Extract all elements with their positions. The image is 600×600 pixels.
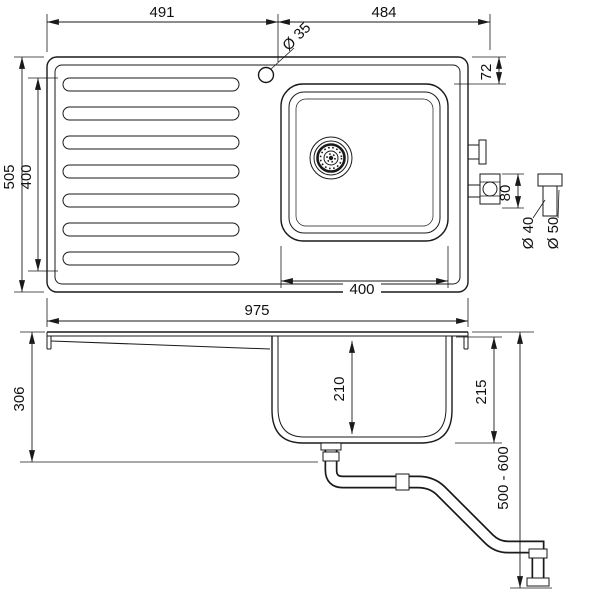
rib [62, 106, 240, 121]
drain-flange [320, 442, 342, 451]
bowl-floor-edge [295, 98, 434, 227]
rib [62, 251, 240, 266]
sink-outer-rim [46, 56, 469, 293]
dim-label-72: 72 [478, 64, 495, 81]
dim-label-overall-depth: 505 [1, 164, 18, 189]
fitting-neck [467, 184, 481, 198]
outlet-pipe [537, 173, 563, 217]
drainboard-ribs [62, 77, 240, 266]
strainer-holes [326, 153, 336, 163]
top-view-dimensions: 491 484 Ø 35 72 505 400 80 Ø 40 Ø 50 400… [1, 4, 562, 327]
pipe-nut [528, 548, 548, 559]
dim-label-215: 215 [473, 379, 490, 404]
dim-label-install-height: 500 - 600 [495, 446, 512, 509]
faucet-hole [257, 66, 275, 84]
fitting-body [479, 173, 501, 205]
faucet-leader-line [270, 47, 295, 70]
section-view [46, 331, 550, 587]
overflow-stub [467, 139, 487, 165]
rim-left-edge [46, 332, 52, 350]
strainer-ring [309, 136, 353, 180]
pipe-sleeve [537, 173, 563, 187]
dim-label-306: 306 [11, 386, 28, 411]
rim-right-edge [463, 332, 469, 350]
pipe-nut [322, 451, 340, 462]
dim-label-inner-depth: 400 [18, 164, 35, 189]
drainboard-underside [50, 340, 271, 350]
stub-neck [467, 144, 480, 160]
top-view [46, 56, 563, 293]
dim-label-overall-width: 975 [244, 302, 269, 319]
rib [62, 193, 240, 208]
label-backing [343, 282, 381, 297]
rib [62, 164, 240, 179]
strainer-ring [323, 150, 339, 166]
d50-leader-line [557, 189, 560, 219]
bowl-section-outer [271, 336, 453, 444]
sink-inner-rim [54, 64, 461, 285]
dim-label-d40: Ø 40 [520, 217, 537, 250]
section-view-dimensions: 306 210 215 500 - 600 [11, 331, 552, 589]
strainer-ring [316, 143, 346, 173]
dim-label-d50: Ø 50 [545, 217, 562, 250]
main-bowl [280, 83, 449, 242]
outlet-flange [526, 577, 550, 587]
dim-label-width-right: 484 [371, 4, 396, 21]
pipe-union [395, 473, 410, 491]
bowl-section-inner [277, 336, 447, 438]
stub-flange [478, 139, 487, 165]
dim-label-210: 210 [331, 376, 348, 401]
strainer-holes [319, 146, 343, 170]
strainer-center [328, 155, 334, 161]
dim-label-width-left: 491 [149, 4, 174, 21]
bowl-outer-edge [280, 83, 449, 242]
d40-leader-line [532, 199, 546, 219]
fitting-valve [482, 181, 498, 197]
drain-outlet-fitting [467, 173, 501, 205]
waste-pipework [320, 442, 550, 587]
bowl-inner-edge [288, 91, 441, 234]
dim-label-80: 80 [497, 185, 514, 202]
dim-label-faucet-hole: Ø 35 [279, 19, 314, 54]
rib [62, 135, 240, 150]
strainer-ring [313, 140, 349, 176]
rib [62, 77, 240, 92]
dim-label-bowl-width: 400 [349, 281, 374, 298]
pipe-body [542, 185, 558, 217]
pipe-fill [326, 446, 543, 578]
rib [62, 222, 240, 237]
drain-strainer [309, 136, 353, 180]
